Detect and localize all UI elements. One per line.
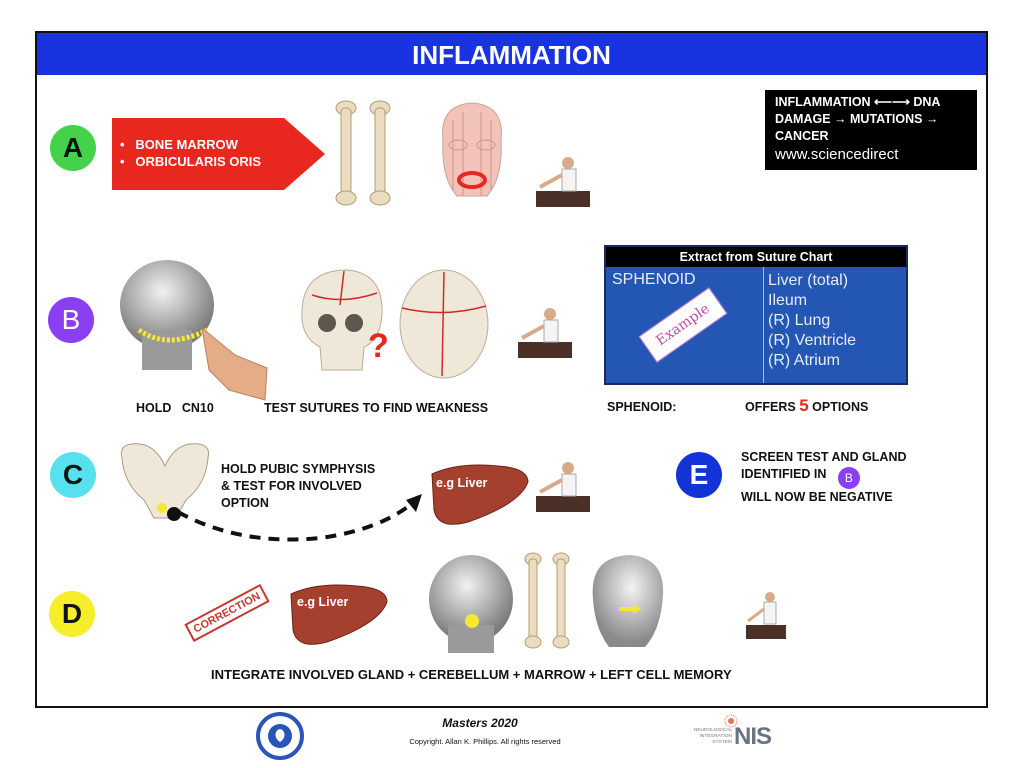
liver-label: e.g Liver: [436, 476, 488, 490]
sphenoid-label: SPHENOID:: [607, 400, 677, 414]
practitioner-image: [536, 153, 590, 207]
suture-chart: Extract from Suture Chart SPHENOID Liver…: [604, 245, 908, 385]
section-d-badge: D: [49, 591, 95, 637]
hold-label: HOLD CN10: [136, 401, 214, 415]
section-b-badge: B: [48, 297, 94, 343]
content-frame: [35, 31, 988, 708]
liver-image: [290, 584, 388, 645]
test-sutures-label: TEST SUTURES TO FIND WEAKNESS: [264, 401, 489, 415]
footer-copyright: Copyright. Allan K. Phillips. All rights…: [409, 737, 561, 746]
section-e-badge: E: [676, 452, 722, 498]
section-c-instruction: HOLD PUBIC SYMPHYSIS & TEST FOR INVOLVED…: [221, 462, 376, 510]
offers-options-label: OFFERS 5 OPTIONS: [745, 396, 869, 415]
divider: [763, 267, 764, 383]
head-back-image: [429, 555, 513, 653]
facial-muscles-image: [442, 102, 502, 197]
suture-sphenoid: SPHENOID: [612, 271, 696, 288]
nis-wordmark: NIS: [734, 723, 772, 750]
cn10-label: CN10: [181, 401, 214, 415]
suture-options: Liver (total) Ileum (R) Lung (R) Ventric…: [768, 272, 857, 369]
footer-title: Masters 2020: [442, 716, 518, 730]
practitioner-image: [518, 304, 572, 358]
red-arrow-box: [112, 118, 325, 190]
skull-image: [301, 269, 383, 371]
section-a-badge: A: [50, 125, 96, 171]
pelvis-image: [120, 443, 210, 521]
suture-chart-title: Extract from Suture Chart: [606, 247, 906, 267]
title-banner: INFLAMMATION: [37, 33, 986, 75]
skull-top-image: [399, 269, 489, 379]
practitioner-image: [746, 587, 786, 639]
practitioner-image: [536, 458, 590, 512]
page-title: INFLAMMATION: [412, 40, 611, 70]
liver-image: [431, 464, 529, 525]
section-a-list: • BONE MARROW • ORBICULARIS ORIS: [120, 136, 261, 170]
b-reference-badge: B: [837, 467, 860, 489]
dashed-arrow: [177, 494, 422, 542]
section-e-text: SCREEN TEST AND GLAND IDENTIFIED IN B WI…: [741, 450, 907, 504]
source-url[interactable]: www.sciencedirect: [775, 146, 899, 163]
nis-logo: NEUROLOGICAL INTEGRATION SYSTEM NIS: [684, 714, 780, 756]
liver-label: e.g Liver: [297, 595, 349, 609]
inflammation-info-box: INFLAMMATION ⟵⟶ DNA DAMAGE → MUTATIONS →…: [765, 90, 977, 170]
list-item: • ORBICULARIS ORIS: [120, 154, 262, 169]
example-stamp: Example: [638, 287, 728, 363]
option-count: 5: [799, 396, 809, 415]
femur-bones-image: [524, 552, 570, 649]
femur-bones-image: [335, 100, 391, 206]
head-side-image: [592, 555, 664, 647]
nis-burst-icon: [724, 714, 738, 728]
list-item: • BONE MARROW: [120, 137, 238, 152]
section-c-badge: C: [50, 452, 96, 498]
integrate-label: INTEGRATE INVOLVED GLAND + CEREBELLUM + …: [211, 667, 732, 682]
question-mark: ?: [368, 327, 389, 365]
head-back-image: [120, 260, 268, 401]
neurolink-logo: [256, 712, 304, 760]
